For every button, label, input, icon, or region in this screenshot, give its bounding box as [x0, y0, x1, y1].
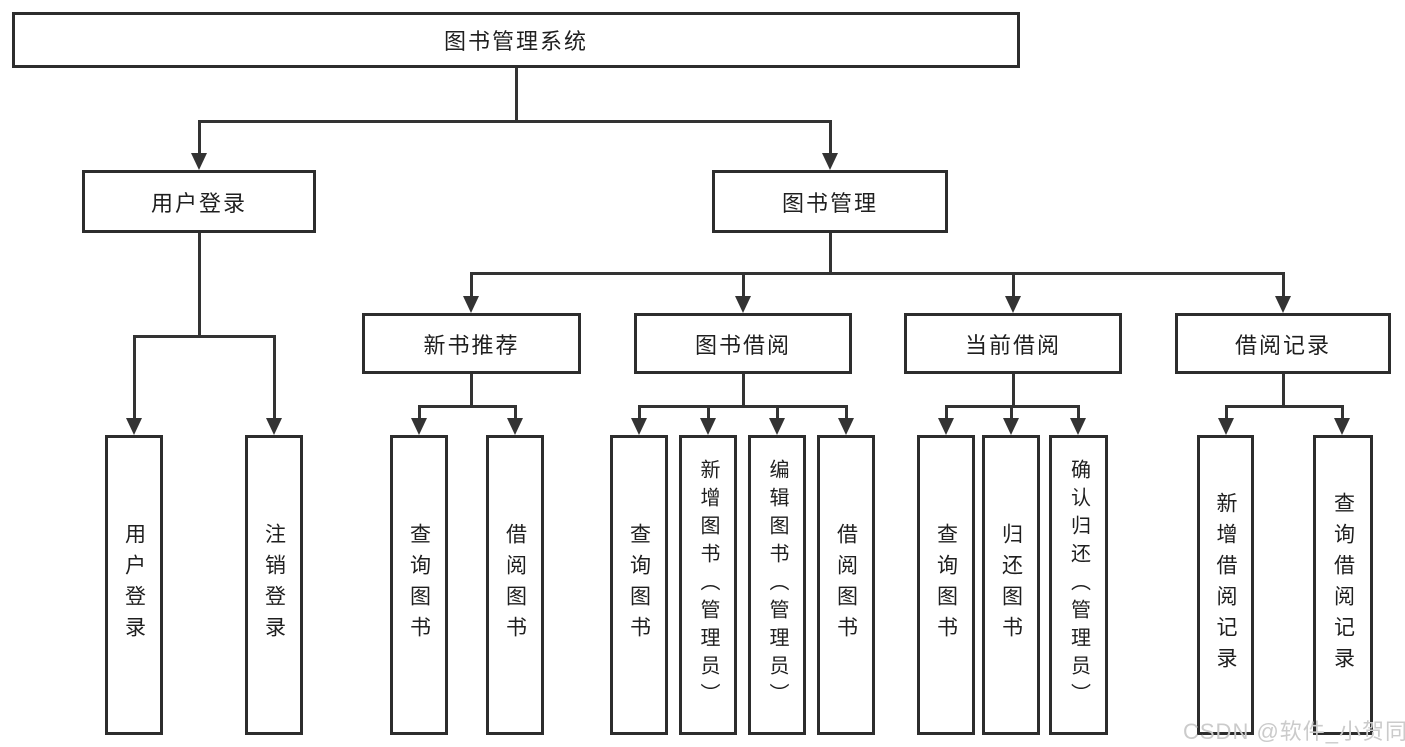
connector-arrow-shaft [828, 120, 832, 154]
node-label: 归还图书 [999, 523, 1023, 647]
connector-hline [469, 272, 1285, 275]
arrowhead-down-icon [191, 153, 207, 170]
leaf-logout: 注销登录 [245, 435, 303, 735]
node-label: 新增借阅记录 [1214, 492, 1237, 678]
node-label: 确认归还（管理员） [1067, 459, 1090, 711]
leaf-confirm-return-admin: 确认归还（管理员） [1049, 435, 1108, 735]
node-new-book-recommendation: 新书推荐 [362, 313, 581, 374]
arrowhead-down-icon [631, 418, 647, 435]
connector-vline [514, 68, 518, 122]
leaf-search-books-newrec: 查询图书 [390, 435, 448, 735]
node-label: 新书推荐 [423, 332, 520, 358]
leaf-search-borrow-record: 查询借阅记录 [1313, 435, 1373, 735]
node-current-borrowing: 当前借阅 [904, 313, 1122, 374]
node-label: 用户登录 [150, 190, 247, 216]
arrowhead-down-icon [463, 296, 479, 313]
node-label: 当前借阅 [964, 332, 1061, 358]
arrowhead-down-icon [1003, 418, 1019, 435]
node-library-management-system: 图书管理系统 [12, 12, 1020, 68]
connector-arrow-shaft [944, 405, 948, 419]
leaf-borrow-books: 借阅图书 [817, 435, 875, 735]
connector-arrow-shaft [741, 272, 745, 297]
connector-arrow-shaft [197, 120, 201, 154]
node-borrowing-records: 借阅记录 [1175, 313, 1391, 374]
leaf-borrow-books-newrec: 借阅图书 [486, 435, 544, 735]
node-label: 查询图书 [407, 523, 431, 647]
node-label: 编辑图书（管理员） [766, 459, 788, 711]
arrowhead-down-icon [838, 418, 854, 435]
connector-arrow-shaft [1009, 405, 1013, 419]
leaf-add-borrow-record: 新增借阅记录 [1197, 435, 1254, 735]
node-book-borrowing: 图书借阅 [634, 313, 852, 374]
connector-vline [197, 233, 201, 337]
node-book-management: 图书管理 [712, 170, 948, 233]
node-label: 图书管理 [781, 190, 878, 216]
connector-hline [197, 120, 832, 123]
arrowhead-down-icon [1334, 418, 1350, 435]
connector-arrow-shaft [1076, 405, 1080, 419]
connector-vline [469, 374, 473, 407]
node-label: 借阅图书 [503, 523, 527, 647]
node-label: 借阅图书 [834, 523, 858, 647]
node-label: 图书管理系统 [443, 29, 588, 54]
csdn-watermark: CSDN @软件_小贺同学 [1183, 719, 1405, 744]
arrowhead-down-icon [735, 296, 751, 313]
connector-arrow-shaft [1281, 272, 1285, 297]
connector-arrow-shaft [1340, 405, 1344, 419]
node-label: 查询图书 [627, 523, 651, 647]
connector-arrow-shaft [469, 272, 473, 297]
node-label: 新增图书（管理员） [697, 459, 719, 711]
node-label: 查询借阅记录 [1331, 492, 1355, 678]
arrowhead-down-icon [822, 153, 838, 170]
arrowhead-down-icon [700, 418, 716, 435]
connector-vline [1281, 374, 1285, 407]
arrowhead-down-icon [266, 418, 282, 435]
node-label: 注销登录 [262, 523, 286, 647]
leaf-return-books: 归还图书 [982, 435, 1040, 735]
connector-arrow-shaft [637, 405, 641, 419]
arrowhead-down-icon [411, 418, 427, 435]
connector-hline [637, 405, 848, 408]
leaf-add-books-admin: 新增图书（管理员） [679, 435, 737, 735]
arrowhead-down-icon [1218, 418, 1234, 435]
leaf-search-books-borrow: 查询图书 [610, 435, 668, 735]
node-label: 用户登录 [122, 523, 146, 647]
connector-vline [828, 233, 832, 274]
connector-vline [741, 374, 745, 407]
leaf-edit-books-admin: 编辑图书（管理员） [748, 435, 806, 735]
connector-arrow-shaft [844, 405, 848, 419]
connector-arrow-shaft [513, 405, 517, 419]
arrowhead-down-icon [1070, 418, 1086, 435]
node-user-login: 用户登录 [82, 170, 316, 233]
arrowhead-down-icon [126, 418, 142, 435]
node-label: 图书借阅 [694, 332, 791, 358]
connector-vline [1011, 374, 1015, 407]
connector-arrow-shaft [706, 405, 710, 419]
leaf-user-login: 用户登录 [105, 435, 163, 735]
arrowhead-down-icon [1275, 296, 1291, 313]
connector-arrow-shaft [1011, 272, 1015, 297]
leaf-search-books-current: 查询图书 [917, 435, 975, 735]
arrowhead-down-icon [938, 418, 954, 435]
connector-hline [417, 405, 517, 408]
node-label: 借阅记录 [1234, 332, 1331, 358]
node-label: 查询图书 [934, 523, 958, 647]
connector-arrow-shaft [775, 405, 779, 419]
connector-arrow-shaft [132, 335, 136, 419]
connector-arrow-shaft [1224, 405, 1228, 419]
connector-hline [132, 335, 276, 338]
arrowhead-down-icon [507, 418, 523, 435]
arrowhead-down-icon [1005, 296, 1021, 313]
connector-hline [1224, 405, 1344, 408]
connector-arrow-shaft [417, 405, 421, 419]
connector-arrow-shaft [272, 335, 276, 419]
arrowhead-down-icon [769, 418, 785, 435]
